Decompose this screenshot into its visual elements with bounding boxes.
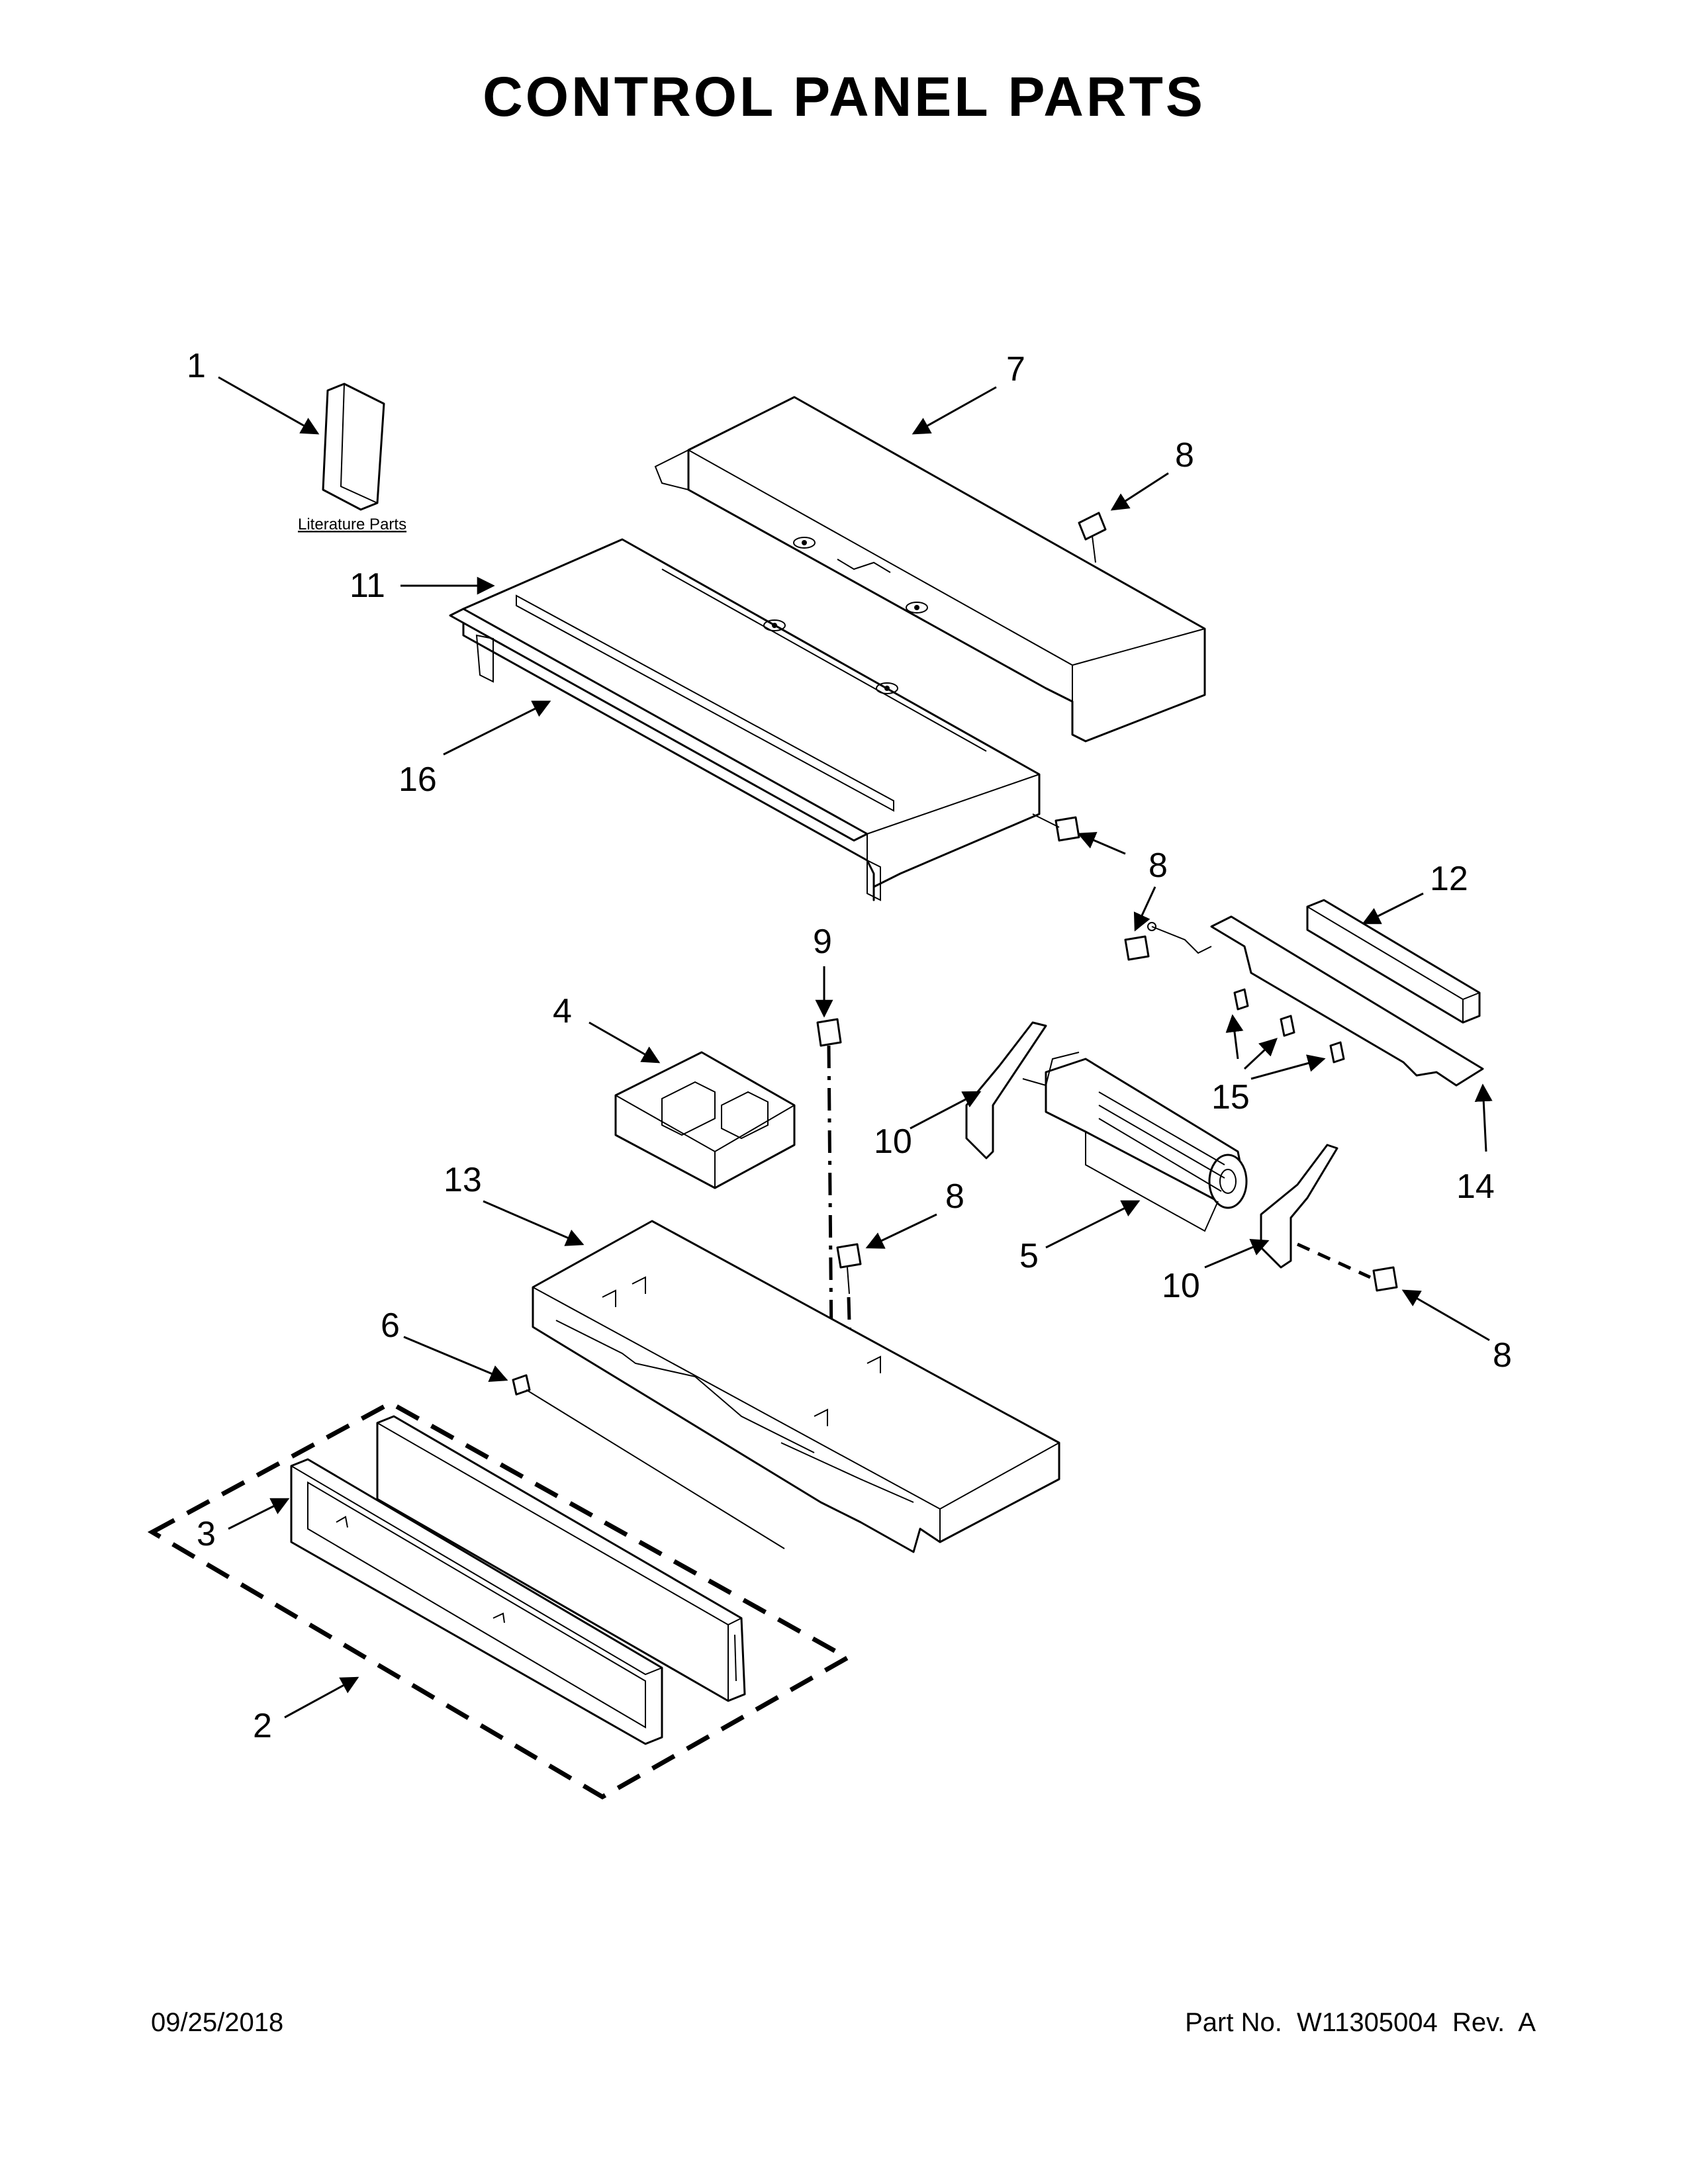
callout-10b: 10	[1162, 1267, 1200, 1305]
callout-8d: 8	[1493, 1336, 1512, 1375]
part-2-console	[376, 1415, 746, 1702]
part-6-switch	[512, 1374, 785, 1549]
part-14-bracket	[1124, 915, 1484, 1087]
callout-15: 15	[1211, 1078, 1250, 1116]
callout-12: 12	[1430, 860, 1468, 898]
literature-parts-icon	[322, 383, 385, 511]
callout-8c: 8	[945, 1177, 964, 1216]
callout-3: 3	[197, 1515, 216, 1553]
screw-8d-icon	[1372, 1266, 1398, 1292]
part-5-blower	[1022, 1052, 1248, 1232]
callout-1: 1	[187, 347, 206, 385]
callout-8a: 8	[1175, 436, 1194, 475]
page-title: CONTROL PANEL PARTS	[483, 66, 1205, 128]
part-13-tray	[532, 1220, 1060, 1553]
part-10a-bracket	[965, 1021, 1047, 1160]
callout-2: 2	[253, 1707, 272, 1745]
screw-8c-icon	[836, 1243, 862, 1295]
callout-13: 13	[444, 1161, 482, 1199]
part-10b-axis	[1296, 1242, 1372, 1279]
footer-date: 09/25/2018	[151, 2008, 284, 2037]
callout-11: 11	[350, 567, 385, 605]
screw-8b-icon	[1032, 813, 1080, 842]
part-3-frame	[290, 1458, 663, 1745]
callout-4: 4	[553, 992, 572, 1030]
callout-9: 9	[813, 923, 832, 961]
callout-7: 7	[1006, 350, 1025, 388]
assembly-2-dashed-outline	[147, 1400, 853, 1800]
part-15-pins	[1233, 988, 1345, 1064]
part-16-top-panel	[449, 538, 1041, 901]
part-7-upper-panel	[654, 396, 1206, 743]
screw-8a-icon	[1078, 512, 1107, 563]
callout-8b: 8	[1149, 846, 1168, 885]
footer-part-number: Part No. W11305004 Rev. A	[1185, 2008, 1536, 2037]
part-4-control-board	[614, 1051, 796, 1189]
callout-16: 16	[399, 760, 437, 799]
part-12-strip	[1306, 899, 1481, 1024]
callout-5: 5	[1019, 1237, 1039, 1275]
callout-14: 14	[1456, 1167, 1495, 1206]
literature-parts-label: Literature Parts	[298, 516, 406, 533]
callout-6: 6	[381, 1306, 400, 1345]
part-10b-bracket	[1260, 1144, 1338, 1269]
callout-10a: 10	[874, 1122, 912, 1161]
